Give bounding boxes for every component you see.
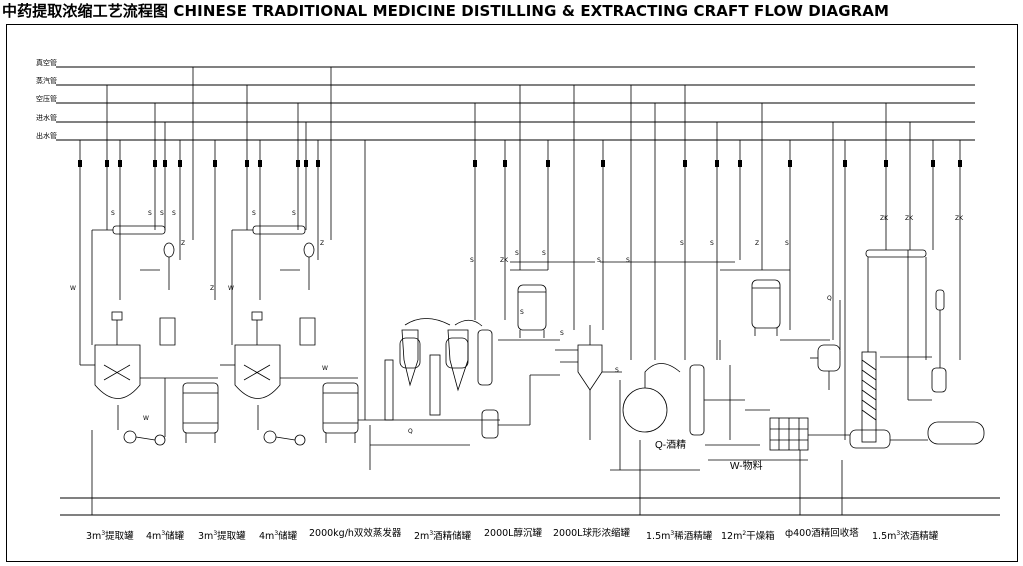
valves <box>78 160 962 167</box>
equipment-label-extraction-tank-1: 3m3提取罐 <box>86 530 134 543</box>
svg-text:ZK: ZK <box>500 257 509 264</box>
dilute-alcohol-tank <box>720 269 790 336</box>
svg-text:S: S <box>680 240 684 247</box>
alcohol-precipitation-tank <box>555 325 603 440</box>
equipment-label-alcohol-storage: 2m3酒精储罐 <box>414 530 472 543</box>
double-effect-evaporator <box>369 318 500 470</box>
pipe-label-water-in: 进水管 <box>36 114 57 122</box>
extraction-tank-2 <box>220 225 316 446</box>
line-codes: S S S S Z W Z W S S Z S ZK S S S S S S Z S Q ZK ZK ZK S S W W… <box>70 210 964 435</box>
equipment-label-storage-tank-1: 4m3储罐 <box>146 530 185 543</box>
svg-text:S: S <box>172 210 176 217</box>
svg-text:W: W <box>70 285 76 292</box>
equipment-label-concentrated-alcohol-tank: 1.5m3浓酒精罐 <box>872 530 939 543</box>
equipment-label-precipitation-tank: 2000L醇沉罐 <box>484 528 542 539</box>
svg-text:S: S <box>252 210 256 217</box>
svg-text:W: W <box>228 285 234 292</box>
pipe-label-vacuum: 真空管 <box>36 59 57 67</box>
svg-text:S: S <box>111 210 115 217</box>
diagram-title: 中药提取浓缩工艺流程图 CHINESE TRADITIONAL MEDICINE… <box>2 2 890 20</box>
svg-text:S: S <box>542 250 546 257</box>
equipment-label-drying-oven: 12m2干燥箱 <box>721 530 775 543</box>
receiver-tank <box>817 344 841 390</box>
svg-text:Z: Z <box>755 240 759 247</box>
svg-text:S: S <box>626 257 630 264</box>
svg-text:S: S <box>515 250 519 257</box>
spherical-concentrator <box>610 363 705 515</box>
drying-oven <box>745 409 843 515</box>
svg-text:S: S <box>520 309 524 316</box>
storage-tank-1 <box>164 377 219 443</box>
extraction-tank-1 <box>79 225 176 515</box>
svg-text:S: S <box>615 367 619 374</box>
concentrated-alcohol-tank <box>907 250 985 445</box>
svg-text:S: S <box>160 210 164 217</box>
storage-tank-2 <box>305 377 359 443</box>
svg-text:Q: Q <box>408 428 413 435</box>
pipe-label-air: 空压管 <box>36 95 57 103</box>
vertical-drops <box>79 67 961 440</box>
alcohol-recovery-tower <box>849 249 927 449</box>
equipment-label-recovery-tower: ф400酒精回收塔 <box>785 528 859 539</box>
svg-text:S: S <box>597 257 601 264</box>
flow-label-material: W-物料 <box>730 461 763 472</box>
diagram-frame <box>6 24 1018 562</box>
process-lines <box>60 261 1000 516</box>
svg-text:W: W <box>322 365 328 372</box>
equipment-label-spherical-concentrator: 2000L球形浓缩罐 <box>553 528 630 539</box>
equipment-label-storage-tank-2: 4m3储罐 <box>259 530 298 543</box>
pipe-label-water-out: 出水管 <box>36 132 57 140</box>
svg-text:Z: Z <box>320 240 324 247</box>
header-pipes <box>56 66 975 141</box>
flow-label-alcohol: Q-酒精 <box>655 440 687 451</box>
svg-text:S: S <box>785 240 789 247</box>
alcohol-storage-tank <box>510 269 548 338</box>
svg-text:Z: Z <box>210 285 214 292</box>
svg-text:W: W <box>143 415 149 422</box>
svg-text:S: S <box>148 210 152 217</box>
svg-text:S: S <box>560 330 564 337</box>
equipment-label-dilute-alcohol-tank: 1.5m3稀酒精罐 <box>646 530 713 543</box>
svg-text:S: S <box>710 240 714 247</box>
svg-text:ZK: ZK <box>880 215 889 222</box>
equipment-label-extraction-tank-2: 3m3提取罐 <box>198 530 246 543</box>
svg-text:ZK: ZK <box>905 215 914 222</box>
svg-text:S: S <box>470 257 474 264</box>
svg-text:Z: Z <box>181 240 185 247</box>
equipment-label-evaporator: 2000kg/h双效蒸发器 <box>309 528 402 539</box>
svg-text:Q: Q <box>827 295 832 302</box>
svg-text:S: S <box>292 210 296 217</box>
pipe-label-steam: 蒸汽管 <box>36 77 57 85</box>
svg-text:ZK: ZK <box>955 215 964 222</box>
